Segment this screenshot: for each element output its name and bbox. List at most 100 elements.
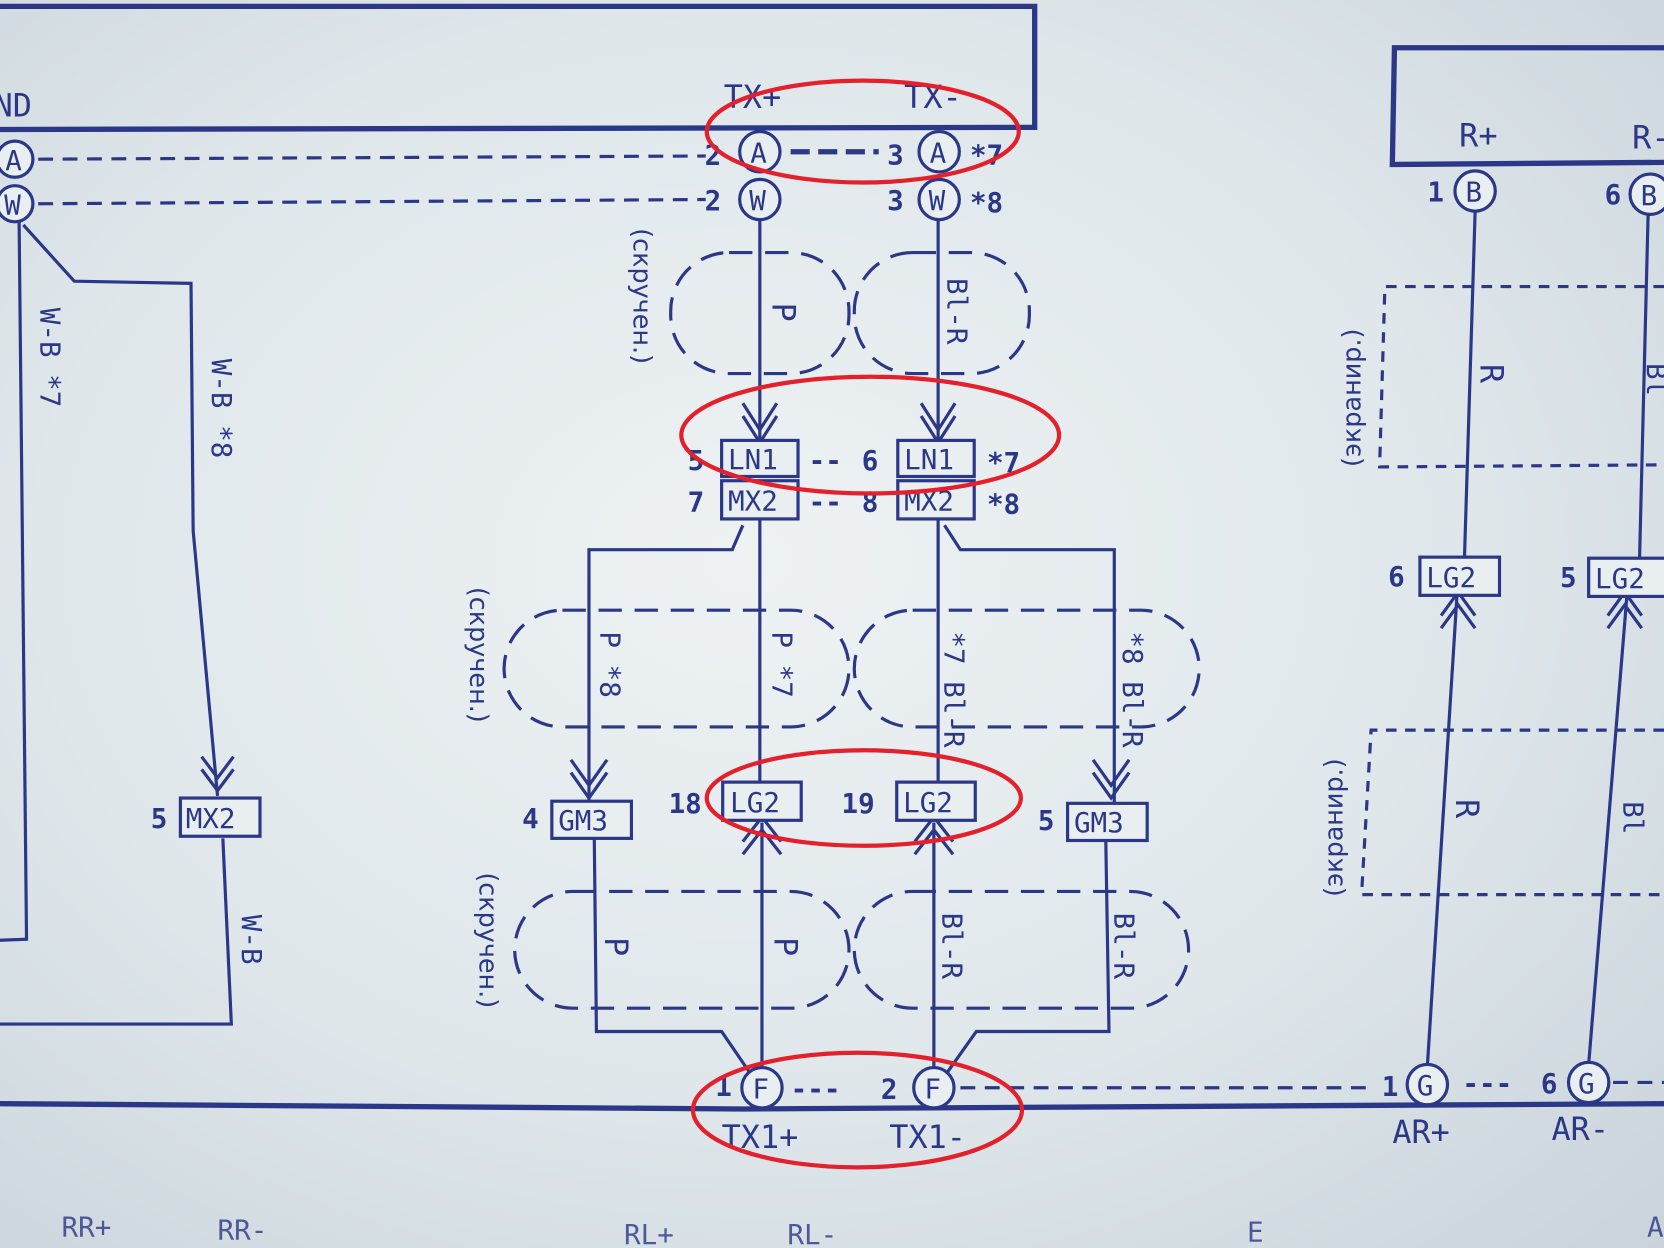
wire-color-label: R [1448, 799, 1486, 819]
connector-w-left: W [749, 184, 766, 217]
connector-ln1-right: LN1 [904, 443, 954, 476]
wire-color-label: W-B *8 [205, 359, 238, 459]
tx1-plus-label: TX1+ [722, 1118, 799, 1156]
connector-f-left: F [752, 1072, 769, 1105]
pin-number: 4 [522, 802, 539, 835]
pin-number: 5 [1038, 804, 1055, 837]
bottom-bus: F 1 --- 2 F TX1+ TX1- [0, 1066, 1664, 1156]
r-plus-label: R+ [1459, 116, 1497, 154]
twisted-label: (скручен.) [627, 228, 657, 364]
left-wires: 5 MX2 W-B *7 W-B *8 W-B [0, 220, 268, 1026]
wire-color-label: P *7 [766, 631, 799, 697]
connector-g6: G [1578, 1067, 1595, 1100]
twisted-label: (скручен.) [473, 872, 503, 1008]
bottom-labels: RR+ RR- RL+ RL- E A [62, 1210, 1664, 1248]
connector-lg2-right-b: LG2 [1595, 562, 1645, 595]
ar-minus-label: AR- [1552, 1110, 1610, 1148]
left-connector: A W [0, 139, 706, 224]
rr-plus-label: RR+ [62, 1210, 112, 1243]
e-label: E [1247, 1216, 1264, 1248]
pin-number: 2 [881, 1072, 898, 1105]
wire-color-label: P [765, 302, 803, 321]
note-label: *8 [987, 488, 1020, 521]
wire-color-label: W-B [235, 915, 268, 965]
pin-number: 19 [842, 787, 875, 820]
wire-color-label: Bl-R [941, 278, 974, 345]
pin-number: 1 [1382, 1070, 1399, 1103]
highlight-ellipse [690, 1050, 1025, 1170]
shield-label: (экранир.) [1337, 329, 1367, 467]
twisted-pair-middle: P *8 P *7 *7 Bl-R *8 Bl-R (скручен.) [463, 587, 1201, 748]
pin-number: 3 [887, 138, 904, 171]
lower-connectors: 4 GM3 18 LG2 19 LG2 5 GM3 [522, 780, 1149, 843]
pin-number: 5 [151, 802, 168, 835]
twisted-pair-bottom: P P Bl-R Bl-R (скручен.) [473, 872, 1191, 1010]
wire-color-label: P [767, 937, 805, 956]
left-conn-w: W [4, 188, 21, 221]
wire-color-label: Bl-R [1107, 913, 1140, 980]
pin-number: 8 [862, 486, 879, 519]
connector-gm3-right: GM3 [1074, 806, 1124, 839]
pin-number: 6 [1541, 1067, 1558, 1100]
connector-a-left: A [750, 136, 767, 169]
wire-color-label: *8 Bl-R [1116, 631, 1149, 748]
rl-plus-label: RL+ [624, 1218, 674, 1248]
top-connector-w-row: 2 W 3 W *8 [705, 177, 1003, 222]
pin-number: 1 [1427, 176, 1444, 209]
left-conn-a: A [5, 144, 22, 177]
wire-color-label: P *8 [594, 631, 627, 697]
ar-plus-label: AR+ [1392, 1113, 1450, 1151]
connector-g1: G [1417, 1069, 1434, 1102]
pin-number: 6 [1605, 178, 1622, 211]
separator: --- [791, 1072, 841, 1105]
twisted-label: (скручен.) [463, 587, 493, 723]
pin-number: 2 [705, 138, 722, 171]
connector-mx2-left: MX2 [728, 484, 778, 517]
a-label: A [1647, 1210, 1664, 1243]
pin-number: 6 [1388, 560, 1405, 593]
connector-gm3-left: GM3 [558, 804, 608, 837]
wire-color-label: *7 Bl-R [937, 631, 970, 748]
highlight-marks [679, 78, 1062, 1170]
tx1-minus-label: TX1- [889, 1118, 966, 1156]
connector-a-right: A [930, 136, 947, 169]
pin-number: 3 [887, 184, 904, 217]
rr-minus-label: RR- [218, 1214, 268, 1247]
connector-lg2-right: LG2 [903, 786, 953, 819]
separator: -- [809, 444, 842, 477]
connector-lg2-left: LG2 [730, 786, 780, 819]
pin-number: 18 [669, 787, 702, 820]
highlight-ellipse [679, 374, 1062, 496]
ln1-connector-row: 5 LN1 -- 6 LN1 *7 [688, 438, 1020, 479]
note-label: *8 [970, 186, 1003, 219]
connector-f-right: F [924, 1072, 941, 1105]
connector-mx2-left-side: MX2 [186, 802, 236, 835]
highlight-ellipse [704, 748, 1024, 848]
right-unit: R+ R- 1 B 6 B (экранир.) (экранир.) R R … [1319, 45, 1664, 1151]
r-minus-label: R- [1632, 119, 1664, 157]
wire-color-label: P [597, 937, 635, 956]
pin-number: 7 [688, 486, 705, 519]
highlight-ellipse [704, 78, 1021, 185]
connector-b6: B [1641, 179, 1658, 212]
top-unit-box: ND TX+ TX- [0, 3, 1038, 133]
twisted-pair-top: P Bl-R (скручен.) [627, 228, 1031, 376]
shield-label: (экранир.) [1319, 758, 1349, 896]
rl-minus-label: RL- [787, 1218, 837, 1248]
wire-color-label: W-B *7 [33, 308, 66, 408]
pin-number: 5 [1560, 561, 1577, 594]
pin-number: 6 [862, 444, 879, 477]
unit-label: ND [0, 87, 32, 125]
wire-color-label: Bl [1640, 363, 1664, 396]
connector-w-right: W [929, 184, 946, 217]
wire-color-label: Bl [1617, 801, 1650, 834]
connector-ln1-left: LN1 [728, 443, 778, 476]
wire-color-label: R [1472, 364, 1510, 384]
main-wires [569, 219, 1131, 1073]
separator: --- [1462, 1067, 1512, 1100]
wire-color-label: Bl-R [935, 913, 968, 980]
connector-lg2-right-a: LG2 [1426, 561, 1476, 594]
pin-number: 2 [705, 184, 722, 217]
